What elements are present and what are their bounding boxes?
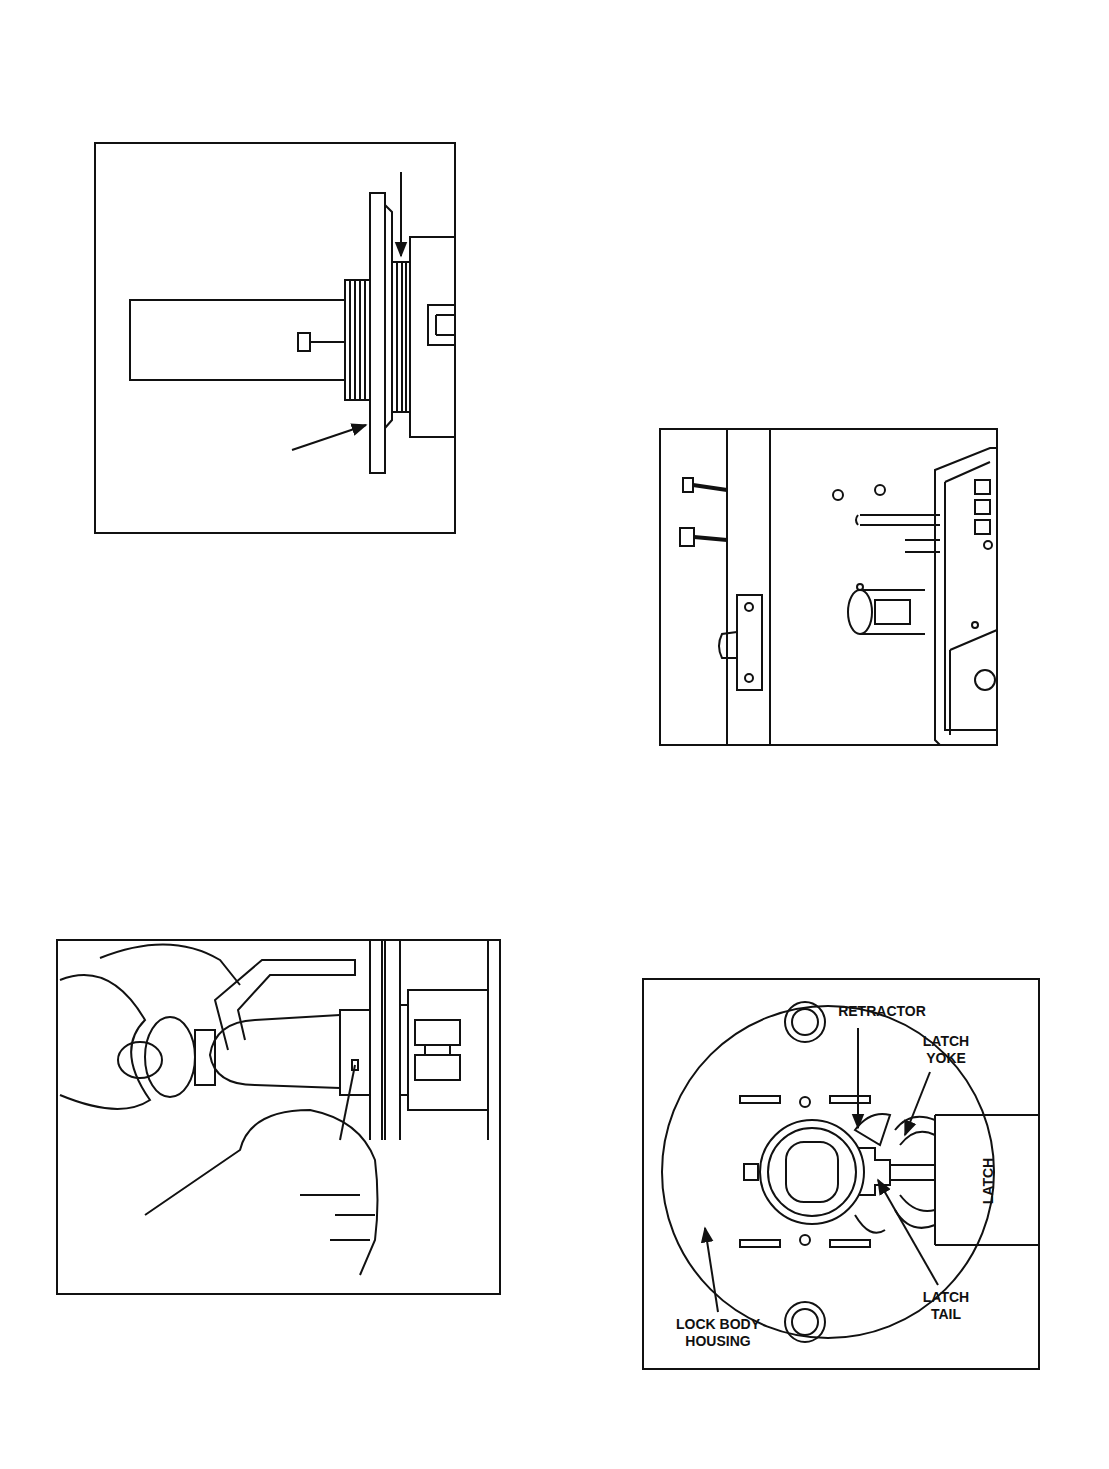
figure-latch-engagement bbox=[643, 979, 1039, 1369]
part-label: RETRACTOR bbox=[827, 1003, 937, 1020]
figure-chassis-side bbox=[95, 143, 455, 533]
part-label: LATCH TAIL bbox=[911, 1289, 981, 1323]
part-label: LOCK BODY HOUSING bbox=[663, 1316, 773, 1350]
figure-knob-removal bbox=[57, 940, 500, 1294]
part-label: LATCH bbox=[980, 1157, 996, 1203]
latch-body: LATCH bbox=[936, 1116, 1039, 1245]
part-label: LATCH YOKE bbox=[911, 1033, 981, 1067]
figure-mounting bbox=[660, 429, 997, 745]
